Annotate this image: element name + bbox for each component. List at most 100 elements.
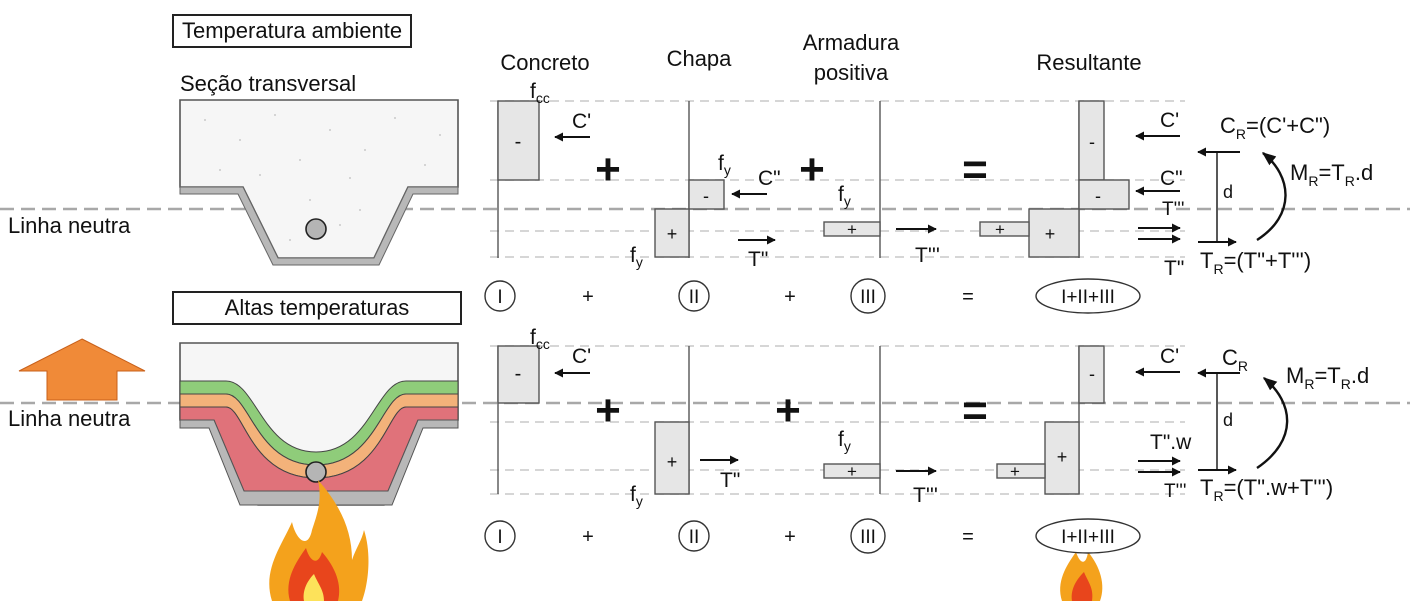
svg-text:I+II+III: I+II+III	[1061, 287, 1115, 308]
fire-icon-small	[1060, 552, 1103, 601]
svg-text:fcc: fcc	[530, 80, 550, 106]
title-ambient-temperature: Temperatura ambiente	[172, 14, 413, 48]
svg-text:+: +	[775, 386, 801, 435]
svg-text:+: +	[582, 526, 594, 548]
svg-text:+: +	[667, 452, 678, 472]
heat-arrow-icon	[18, 338, 146, 401]
svg-text:+: +	[582, 286, 594, 308]
svg-text:+: +	[1045, 224, 1056, 244]
rebar-tension-block	[823, 221, 881, 237]
concrete-compression-block-hot	[497, 345, 540, 404]
label-row-bottom: I + II + III = I+II+III	[484, 518, 1141, 554]
svg-text:-: -	[515, 131, 522, 153]
tr-bottom-equation: TR=(T".w+T''')	[1200, 475, 1333, 504]
svg-text:T''': T'''	[915, 244, 940, 267]
cr-bottom-equation: CR	[1222, 345, 1248, 374]
svg-text:I+II+III: I+II+III	[1061, 527, 1115, 548]
resultant-sheet-tension-hot	[1044, 421, 1080, 495]
svg-text:d: d	[1223, 182, 1233, 202]
svg-text:fy: fy	[630, 244, 643, 270]
svg-text:-: -	[1089, 132, 1095, 152]
svg-text:-: -	[1095, 186, 1101, 206]
svg-text:T''': T'''	[1164, 481, 1187, 502]
svg-text:C': C'	[572, 345, 591, 368]
resultant-sheet-compression	[1078, 179, 1130, 210]
mr-bottom-equation: MR=TR.d	[1286, 363, 1369, 392]
svg-text:C": C"	[758, 167, 781, 190]
svg-text:=: =	[962, 145, 988, 194]
svg-text:fy: fy	[838, 183, 851, 209]
svg-text:fcc: fcc	[530, 326, 550, 352]
svg-text:T": T"	[720, 469, 740, 492]
rebar-bottom	[305, 461, 327, 483]
resultant-rebar-hot	[996, 463, 1046, 479]
sheet-compression-block	[688, 179, 725, 210]
header-rebar-line1: Armadura	[803, 30, 900, 55]
svg-text:II: II	[689, 527, 700, 548]
neutral-line-label-top: Linha neutra	[8, 213, 131, 238]
svg-text:+: +	[595, 386, 621, 435]
svg-text:III: III	[860, 287, 876, 308]
svg-text:+: +	[1057, 447, 1068, 467]
svg-text:I: I	[497, 287, 502, 308]
svg-text:+: +	[1010, 462, 1020, 481]
svg-text:C': C'	[1160, 109, 1179, 132]
cr-top-equation: CR=(C'+C")	[1220, 113, 1330, 142]
svg-text:d: d	[1223, 410, 1233, 430]
label-row-top: I + II + III = I+II+III	[484, 278, 1141, 314]
rebar-top	[305, 218, 327, 240]
svg-text:T''': T'''	[1162, 199, 1185, 220]
svg-text:II: II	[689, 287, 700, 308]
header-rebar-line2: positiva	[814, 60, 889, 85]
title-high-temperatures: Altas temperaturas	[172, 291, 462, 325]
svg-text:-: -	[703, 186, 709, 206]
cross-section-bottom	[179, 342, 459, 506]
svg-text:+: +	[784, 286, 796, 308]
resultant-concrete-block-hot	[1078, 345, 1105, 404]
svg-text:-: -	[1089, 364, 1095, 384]
header-concrete: Concreto	[500, 50, 589, 75]
top-operators: + + =	[595, 145, 988, 194]
svg-text:fy: fy	[838, 428, 851, 454]
sheet-tension-block	[654, 208, 690, 258]
svg-text:C': C'	[1160, 345, 1179, 368]
svg-text:T".w: T".w	[1150, 431, 1192, 454]
svg-text:+: +	[995, 220, 1005, 239]
mr-top-equation: MR=TR.d	[1290, 160, 1373, 189]
svg-text:fy: fy	[718, 152, 731, 178]
svg-text:=: =	[962, 386, 988, 435]
svg-text:-: -	[515, 363, 522, 385]
header-resultant: Resultante	[1036, 50, 1141, 75]
resultant-sheet-tension	[1028, 208, 1080, 258]
tr-top-equation: TR=(T"+T''')	[1200, 248, 1311, 277]
svg-text:+: +	[799, 145, 825, 194]
fire-icon	[269, 480, 369, 601]
bottom-operators: + + =	[595, 386, 988, 435]
svg-text:+: +	[847, 462, 857, 481]
svg-text:=: =	[962, 286, 974, 308]
svg-text:+: +	[847, 220, 857, 239]
rebar-tension-block-hot	[823, 463, 881, 479]
svg-text:T": T"	[748, 248, 768, 271]
svg-text:=: =	[962, 526, 974, 548]
cross-section-label: Seção transversal	[180, 71, 356, 96]
svg-text:+: +	[667, 224, 678, 244]
resultant-rebar	[979, 221, 1030, 237]
neutral-line-label-bottom: Linha neutra	[8, 406, 131, 431]
cross-section-top	[179, 99, 459, 266]
diagram-top: - fcc C' - + fy fy C" T" + fy T''' - - +…	[497, 80, 1373, 280]
svg-text:C": C"	[1160, 167, 1183, 190]
concrete-compression-block	[497, 100, 540, 181]
svg-text:C': C'	[572, 110, 591, 133]
svg-text:III: III	[860, 527, 876, 548]
diagram-bottom: - fcc C' + fy T" + fy T''' - + + C' T".w…	[497, 326, 1369, 509]
sheet-tension-block-hot	[654, 421, 690, 495]
header-sheet: Chapa	[667, 46, 733, 71]
svg-text:T": T"	[1164, 257, 1184, 280]
svg-text:I: I	[497, 527, 502, 548]
svg-text:+: +	[784, 526, 796, 548]
svg-text:T''': T'''	[913, 484, 938, 507]
svg-text:+: +	[595, 145, 621, 194]
svg-text:fy: fy	[630, 483, 643, 509]
